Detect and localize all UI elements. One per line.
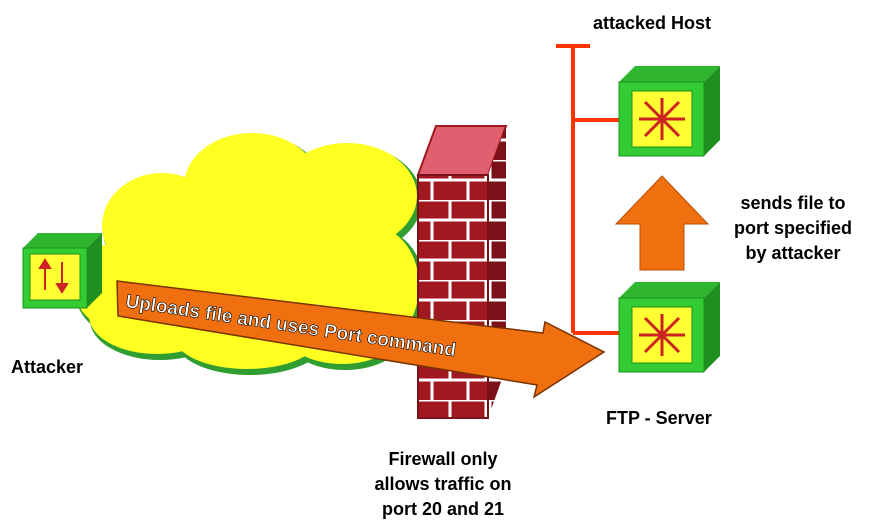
sends-file-line: port specified <box>733 218 853 238</box>
attacked-host <box>618 66 720 157</box>
firewall-label-line: allows traffic on <box>374 474 512 494</box>
up-arrow <box>614 175 710 271</box>
attacker-host <box>22 233 102 309</box>
sends-file-line: by attacker <box>745 243 841 263</box>
firewall-label: Firewall only allows traffic on port 20 … <box>348 448 538 520</box>
star-burst-icon <box>639 98 685 140</box>
attacked-host-label: attacked Host <box>593 13 712 33</box>
attacker-label: Attacker <box>11 357 84 377</box>
star-burst-icon <box>639 314 685 356</box>
sends-file-label: sends file to port specified by attacker <box>712 192 874 264</box>
sends-file-line: sends file to <box>740 193 846 213</box>
transfer-arrows-icon <box>38 258 69 294</box>
firewall-front <box>418 175 488 418</box>
ftp-server <box>618 282 720 373</box>
firewall-label-line: Firewall only <box>388 449 498 469</box>
ftp-server-label: FTP - Server <box>606 408 712 428</box>
network-bus <box>556 44 626 335</box>
firewall-label-line: port 20 and 21 <box>381 499 505 519</box>
